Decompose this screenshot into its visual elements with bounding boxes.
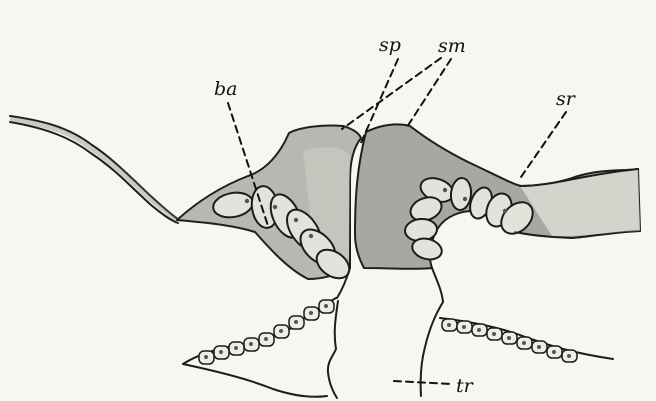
right-cell-row (442, 319, 577, 362)
left-surface-epithelium (10, 116, 179, 223)
label-sm: sm (438, 35, 466, 57)
label-sp: sp (379, 34, 401, 56)
label-tr: tr (456, 375, 475, 397)
label-sr: sr (556, 88, 577, 110)
left-lobe (177, 125, 361, 284)
lower-left-membrane (183, 268, 350, 398)
sm-leader-line-right (407, 59, 451, 127)
right-lobe (355, 124, 640, 268)
tr-leader-line (394, 381, 452, 384)
lower-right-membrane (421, 268, 613, 396)
left-cell-row (199, 300, 334, 364)
sr-leader-line (519, 112, 566, 180)
label-ba: ba (214, 78, 238, 100)
sm-leader-line-left (342, 58, 441, 129)
